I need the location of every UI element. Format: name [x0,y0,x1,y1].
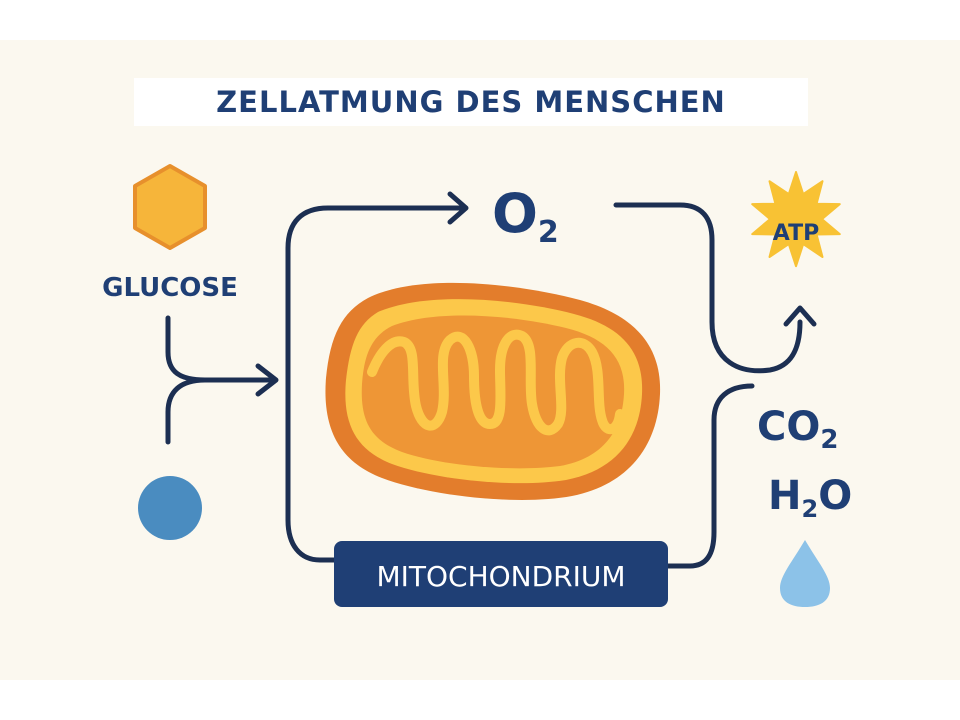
atp-arrowhead [783,305,817,327]
waste-output-line [665,383,755,569]
mitochondrium-label-box [334,541,668,607]
title-band: ZELLATMUNG DES MENSCHEN [134,78,808,126]
atp-label: ATP [773,221,819,246]
oxygen-loop-line [285,205,465,563]
water-drop-icon [780,540,830,607]
circle-input-line [165,377,208,445]
glucose-label: GLUCOSE [102,273,238,303]
mitochondrion-cristae [367,329,625,436]
input-arrowhead [255,363,279,397]
oxygen-arrowhead [447,191,469,225]
diagram-title: ZELLATMUNG DES MENSCHEN [216,85,726,119]
co2-label: CO2 [757,404,838,455]
glucose-hexagon-icon [133,164,207,250]
mitochondrium-label: MITOCHONDRIUM [376,560,625,593]
input-circle-icon [138,476,202,540]
glucose-input-line [165,315,275,383]
atp-output-line [613,202,803,374]
h2o-label: H2O [768,473,852,523]
mitochondrion-icon [325,282,661,500]
oxygen-label: O2 [492,182,559,250]
atp-starburst-icon [751,171,841,268]
